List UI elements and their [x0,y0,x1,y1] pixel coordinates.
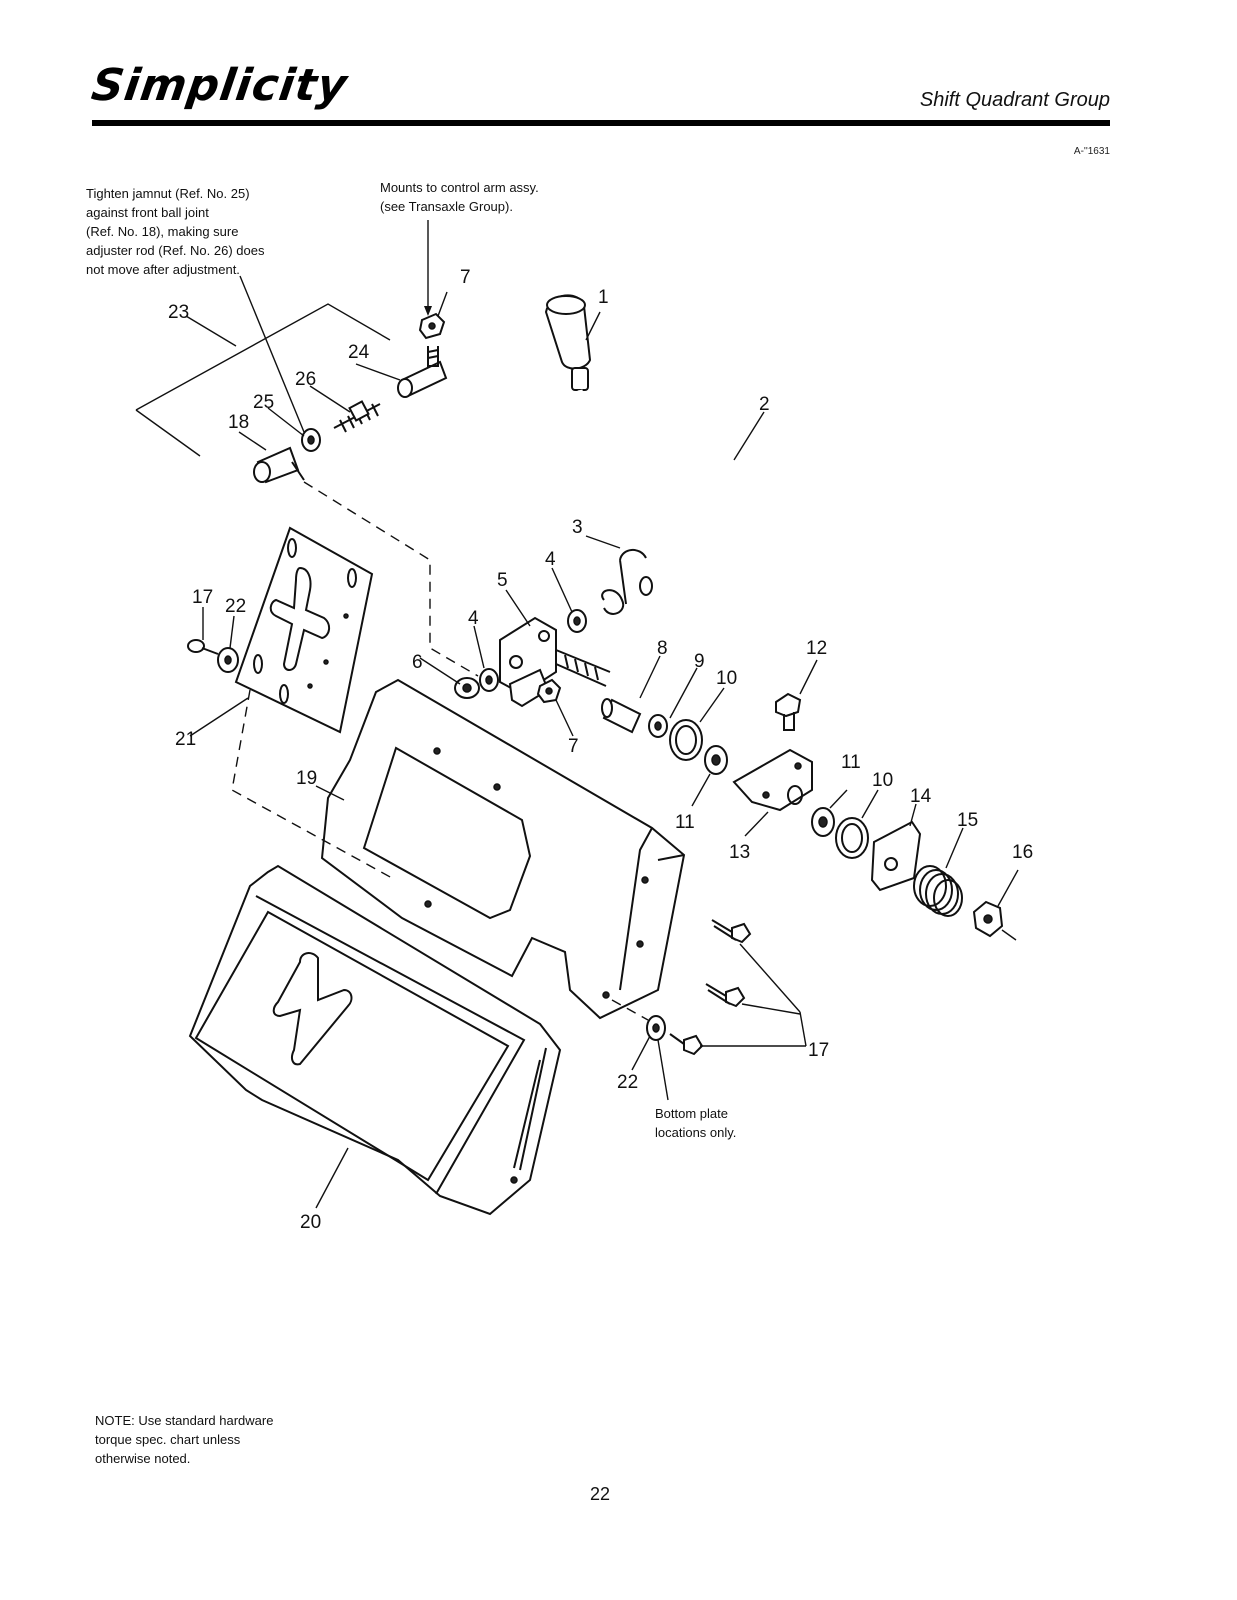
header-rule [92,120,1110,126]
callout-22-right: 22 [617,1072,638,1093]
part-ball-joint [253,446,305,484]
callout-10-lower: 10 [872,770,893,791]
callout-18: 18 [228,412,249,433]
part-shift-plate [234,526,374,734]
callout-17-left: 17 [192,587,213,608]
part-washer-11a [704,745,728,775]
callout-9: 9 [694,651,705,672]
part-nut-6 [454,677,480,699]
callout-3: 3 [572,517,583,538]
callout-11-left: 11 [675,812,695,833]
part-washer-22-left [217,647,239,673]
part-flange-nut [972,900,1004,938]
callout-labels: 1 2 3 4 4 5 6 7 7 8 9 10 10 11 11 12 13 … [168,267,1033,1233]
part-washer-22-right [646,1015,666,1041]
callout-7-lower: 7 [568,736,579,757]
callout-4-lower: 4 [468,608,479,629]
jamnut-note: Tighten jamnut (Ref. No. 25) against fro… [86,186,265,277]
callout-25: 25 [253,392,274,413]
leader-lines [189,220,1019,1209]
callout-14: 14 [910,786,932,807]
part-adjuster-rod [333,400,381,433]
callout-12: 12 [806,638,827,659]
callout-1: 1 [598,287,609,308]
part-console-panel [320,678,686,1020]
callout-20: 20 [300,1212,321,1233]
bottom-plate-note: Bottom plate locations only. [655,1106,737,1140]
part-wave-washer-10b [835,817,869,859]
part-spacer [601,698,642,734]
part-washer-4b [479,668,499,692]
part-bottom-console [188,864,562,1216]
callout-2: 2 [759,394,770,415]
part-rod-end [397,346,448,398]
callout-4-upper: 4 [545,549,556,570]
part-bolt-17-c [669,1033,704,1056]
part-jam-nut [301,428,321,452]
assembly-dash-lines [231,481,649,1021]
callout-16: 16 [1012,842,1033,863]
part-spring [913,865,963,917]
part-bracket-14 [870,820,922,892]
callout-21: 21 [175,729,196,750]
part-spring-clip [601,549,647,615]
callout-10-upper: 10 [716,668,737,689]
callout-5: 5 [497,570,508,591]
part-angle-bracket [732,748,813,812]
callout-19: 19 [296,768,317,789]
callout-22-left: 22 [225,596,246,617]
callout-24: 24 [348,342,370,363]
callout-8: 8 [657,638,668,659]
part-nut-7-top [418,312,446,340]
part-knob [544,294,592,391]
part-wave-washer-10a [669,719,703,761]
group-23-bracket [135,303,391,457]
part-shift-lever [577,389,734,596]
callout-13: 13 [729,842,750,863]
part-bolt-17-b [705,983,746,1008]
callout-7-top: 7 [460,267,471,288]
callout-26: 26 [295,369,316,390]
drawing-id: A-''1631 [1073,146,1110,157]
part-bolt-17-left [187,639,219,655]
callout-6: 6 [412,652,423,673]
torque-note: NOTE: Use standard hardware torque spec.… [95,1413,274,1466]
callout-11-right: 11 [841,752,861,773]
page-number: 22 [589,1484,611,1504]
callout-23: 23 [168,302,189,323]
callout-17-right: 17 [808,1040,829,1061]
mounts-note: Mounts to control arm assy. (see Transax… [380,180,539,214]
part-bolt-17-a [711,919,752,944]
part-pivot-bracket [499,616,611,708]
part-washer-4a [567,609,587,633]
callout-15: 15 [957,810,978,831]
part-washer-11b [811,807,835,837]
part-nut-9 [648,714,668,738]
part-bolt-12 [775,692,802,731]
section-title: Shift Quadrant Group [919,89,1110,111]
